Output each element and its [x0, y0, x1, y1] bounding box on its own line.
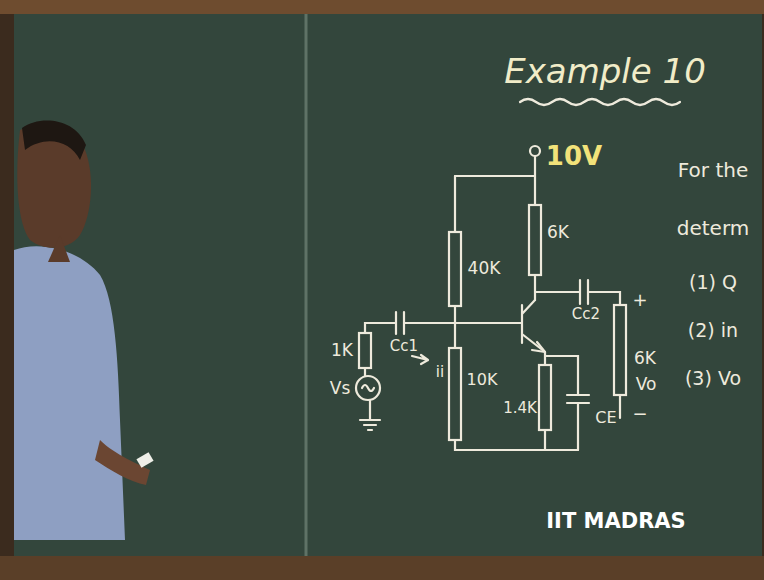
capacitor-symbol: [567, 395, 589, 403]
resistor-value: 10K: [467, 371, 498, 389]
lecturer: [14, 121, 154, 540]
resistor-symbol: [614, 305, 626, 395]
resistor-value: 6K: [547, 223, 569, 242]
problem-item: (3) Vo: [685, 368, 741, 389]
source-symbol: [356, 376, 380, 400]
resistor-value: 1K: [331, 341, 353, 360]
current-name: ii: [436, 364, 444, 381]
wire: [455, 156, 535, 176]
resistor-symbol: [359, 333, 371, 368]
board-title: Example 10: [504, 53, 706, 90]
resistor-symbol: [529, 205, 541, 275]
problem-text: determ: [677, 217, 750, 239]
wire: [455, 176, 578, 450]
source-symbol: [362, 385, 374, 391]
polarity-mark: −: [632, 404, 647, 424]
chalk-ledge: [0, 556, 764, 580]
video-watermark: IIT MADRAS: [546, 510, 685, 533]
output-voltage: Vo: [636, 375, 657, 394]
wire: [365, 323, 455, 420]
emitter-arrow: [532, 342, 545, 352]
ground-symbol: [360, 420, 380, 430]
resistor-value: 40K: [468, 259, 501, 278]
board: [14, 14, 762, 560]
polarity-mark: +: [632, 290, 647, 310]
current-arrow: [412, 355, 428, 364]
capacitor-name: CE: [595, 409, 616, 427]
wire: [534, 176, 536, 300]
problem-item: (1) Q: [689, 272, 737, 293]
supply-voltage: 10V: [546, 142, 602, 171]
capacitor-symbol: [580, 280, 588, 304]
resistor-symbol: [539, 365, 551, 430]
capacitor-name: Cc1: [390, 338, 418, 355]
supply-terminal: [530, 146, 540, 156]
resistor-symbol: [449, 232, 461, 306]
resistor-symbol: [449, 348, 461, 440]
resistor-value: 1.4K: [503, 400, 537, 417]
resistor-value: 6K: [634, 349, 656, 368]
transistor-symbol: [455, 300, 545, 352]
source-name: Vs: [330, 379, 351, 398]
wooden-top: [0, 0, 764, 14]
problem-text: For the: [678, 159, 748, 181]
transistor-amplifier-circuit: [356, 99, 680, 450]
capacitor-name: Cc2: [572, 306, 600, 323]
problem-item: (2) in: [688, 320, 738, 341]
title-underline: [520, 99, 680, 105]
board-divider: [305, 14, 308, 556]
capacitor-symbol: [396, 312, 404, 334]
